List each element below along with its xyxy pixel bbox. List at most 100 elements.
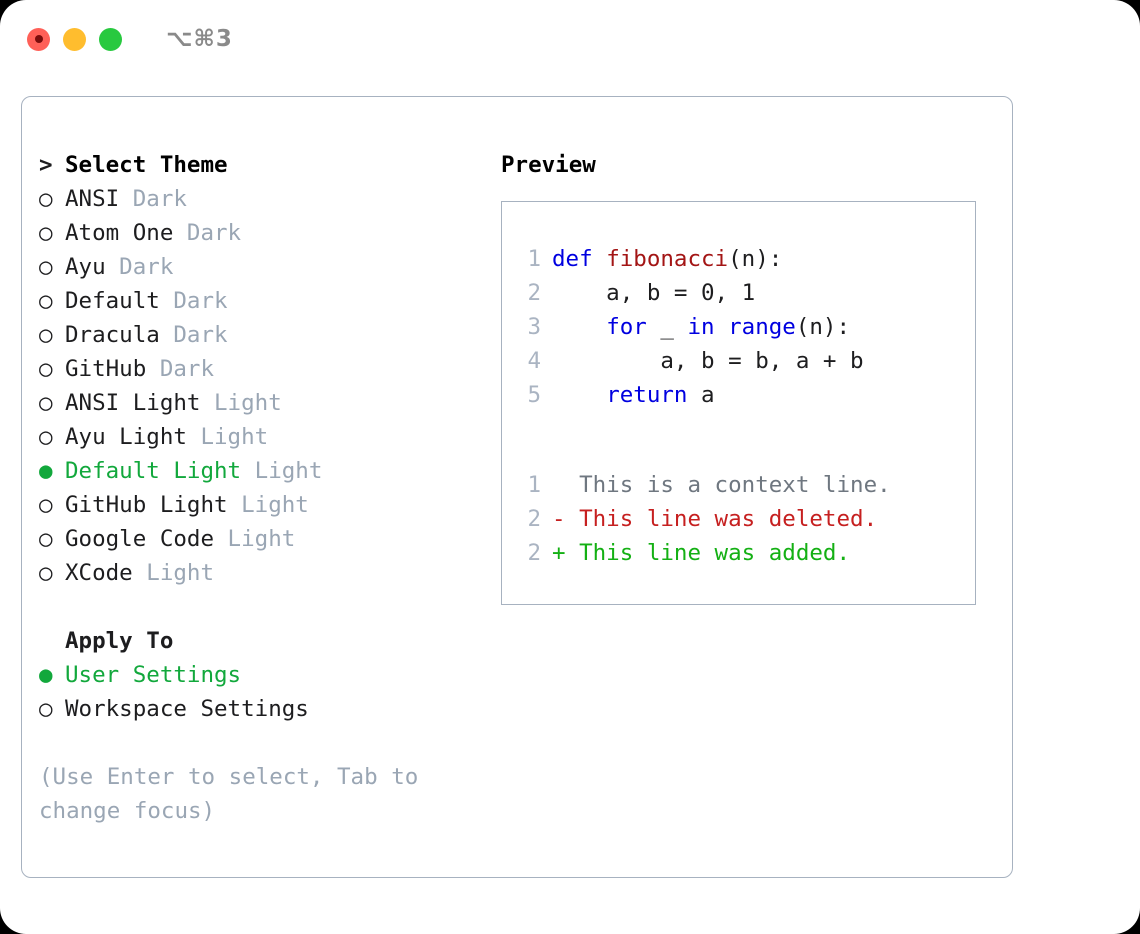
theme-option-ansi-light[interactable]: ○ANSI Light Light — [39, 386, 499, 420]
theme-variant-badge: Light — [200, 390, 282, 416]
theme-variant-badge: Dark — [159, 322, 228, 348]
theme-option-default[interactable]: ○Default Dark — [39, 284, 499, 318]
theme-option-label: XCode — [65, 560, 133, 586]
code-token-pl: a, b = b, a + b — [552, 348, 864, 374]
code-token-kw: def — [552, 246, 607, 272]
radio-unselected-icon: ○ — [39, 492, 53, 518]
theme-variant-badge: Light — [186, 424, 269, 450]
theme-variant-badge: Dark — [159, 288, 228, 314]
section-spacer — [39, 590, 499, 624]
code-token-pl — [715, 314, 729, 340]
diff-line-del: 2 - This line was deleted. — [515, 502, 965, 536]
apply-to-header-row: ○ Apply To — [39, 624, 499, 658]
theme-variant-badge: Light — [227, 492, 309, 518]
code-line: 2 a, b = 0, 1 — [515, 276, 965, 310]
code-token-kw: range — [728, 314, 796, 340]
code-token-pl — [552, 382, 606, 408]
code-diff-spacer — [515, 412, 965, 468]
diff-line-number: 2 — [527, 540, 541, 566]
code-line-number: 1 — [527, 246, 541, 272]
theme-option-label: Default — [65, 288, 160, 314]
code-token-pl — [552, 314, 606, 340]
code-token-pl: a, b = 0, 1 — [552, 280, 756, 306]
apply-to-option-workspace-settings[interactable]: ○Workspace Settings — [39, 692, 499, 726]
radio-unselected-icon: ○ — [39, 220, 53, 246]
theme-option-label: Google Code — [65, 526, 215, 552]
apply-to-header: Apply To — [65, 628, 174, 654]
code-token-pl: a — [687, 382, 715, 408]
diff-line-number: 2 — [527, 506, 541, 532]
code-line-text: a, b = 0, 1 — [552, 276, 755, 310]
radio-selected-icon: ● — [39, 458, 53, 484]
radio-unselected-icon: ○ — [39, 322, 53, 348]
code-token-pl: (n): — [728, 246, 783, 272]
radio-selected-icon: ● — [39, 662, 53, 688]
theme-option-xcode[interactable]: ○XCode Light — [39, 556, 499, 590]
theme-option-github[interactable]: ○ GitHub Dark — [39, 352, 499, 386]
diff-line-text: + This line was added. — [552, 536, 850, 570]
theme-option-list: ○ANSI Dark○Atom One Dark○Ayu Dark○Defaul… — [39, 182, 499, 590]
code-line: 4 a, b = b, a + b — [515, 344, 965, 378]
zoom-button-icon[interactable] — [99, 27, 122, 51]
title-bar: ⌥⌘3 — [0, 0, 1140, 78]
theme-option-ayu-light[interactable]: ○Ayu Light Light — [39, 420, 499, 454]
code-token-pl: (n): — [795, 314, 851, 340]
apply-to-option-user-settings[interactable]: ● User Settings — [39, 658, 499, 692]
code-line-number: 4 — [527, 348, 541, 374]
window-controls — [27, 27, 122, 51]
code-line-text: for _ in range(n): — [552, 310, 850, 344]
theme-picker: > Select Theme ○ANSI Dark○Atom One Dark○… — [39, 148, 499, 726]
theme-variant-badge: Light — [214, 526, 296, 552]
code-line-number: 2 — [527, 280, 541, 306]
diff-marker — [552, 472, 579, 498]
main-panel: > Select Theme ○ANSI Dark○Atom One Dark○… — [21, 96, 1013, 878]
minimize-button-icon[interactable] — [63, 27, 86, 51]
diff-marker: + — [552, 540, 580, 566]
theme-option-label: Ayu — [65, 254, 106, 280]
theme-option-google-code[interactable]: ○ Google Code Light — [39, 522, 499, 556]
code-token-pl: _ — [646, 314, 688, 340]
diff-line-content: This line was added. — [579, 540, 851, 566]
theme-option-atom-one[interactable]: ○Atom One Dark — [39, 216, 499, 250]
theme-option-dracula[interactable]: ○ Dracula Dark — [39, 318, 499, 352]
theme-option-default-light[interactable]: ●Default Light Light — [39, 454, 499, 488]
close-button-icon[interactable] — [27, 27, 50, 51]
apply-to-option-list: ● User Settings ○Workspace Settings — [39, 658, 499, 726]
theme-option-ayu[interactable]: ○Ayu Dark — [39, 250, 499, 284]
theme-option-label: GitHub — [65, 356, 147, 382]
keyboard-shortcut-label: ⌥⌘3 — [166, 25, 233, 52]
radio-unselected-icon: ○ — [39, 560, 53, 586]
code-token-kw: for — [606, 314, 647, 340]
theme-variant-badge: Dark — [146, 356, 215, 382]
theme-option-ansi[interactable]: ○ANSI Dark — [39, 182, 499, 216]
theme-option-label: GitHub Light — [65, 492, 228, 518]
code-line: 5 return a — [515, 378, 965, 412]
theme-variant-badge: Dark — [105, 254, 174, 280]
radio-unselected-icon: ○ — [39, 526, 53, 552]
radio-unselected-icon: ○ — [39, 356, 53, 382]
radio-unselected-icon: ○ — [39, 696, 53, 722]
code-token-kw: in — [687, 314, 715, 340]
diff-line-text: - This line was deleted. — [552, 502, 877, 536]
code-token-fn: fibonacci — [606, 246, 729, 272]
diff-line-content: This line was deleted. — [579, 506, 878, 532]
code-token-kw: return — [606, 382, 688, 408]
theme-option-label: Dracula — [65, 322, 160, 348]
theme-option-label: Ayu Light — [65, 424, 187, 450]
code-line-text: return a — [552, 378, 715, 412]
theme-option-label: Default Light — [65, 458, 242, 484]
theme-variant-badge: Dark — [173, 220, 242, 246]
diff-line-number: 1 — [527, 472, 541, 498]
theme-option-github-light[interactable]: ○ GitHub Light Light — [39, 488, 499, 522]
code-line-text: a, b = b, a + b — [552, 344, 864, 378]
apply-to-option-label: User Settings — [65, 662, 242, 688]
code-line-text: def fibonacci(n): — [552, 242, 782, 276]
code-line: 1 def fibonacci(n): — [515, 242, 965, 276]
code-line-number: 3 — [527, 314, 541, 340]
help-hint-text: (Use Enter to select, Tab to change focu… — [39, 764, 419, 824]
